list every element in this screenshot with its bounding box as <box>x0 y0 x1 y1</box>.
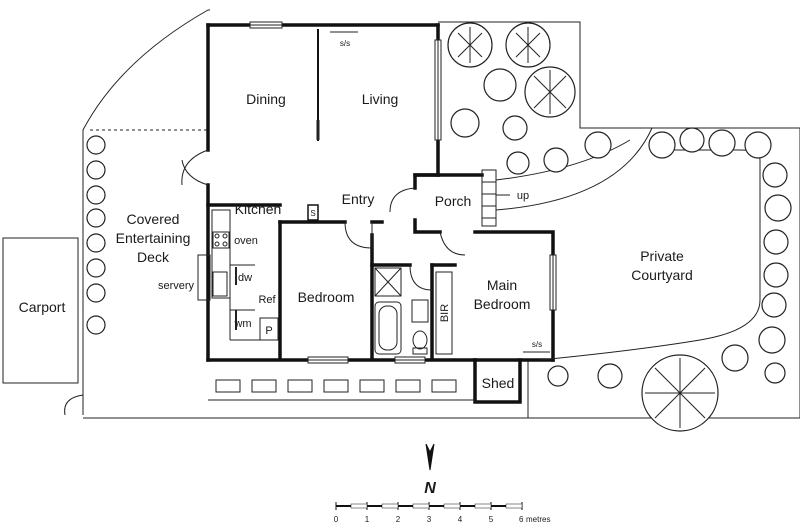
hedge-icon <box>86 135 106 335</box>
label-covered: Covered <box>127 211 180 227</box>
scale-tick-2: 2 <box>396 515 401 524</box>
tree-icon <box>447 22 792 432</box>
label-entertaining: Entertaining <box>116 230 191 246</box>
label-ss-main: s/s <box>532 340 542 349</box>
label-entry: Entry <box>342 191 375 207</box>
label-kitchen: Kitchen <box>235 201 282 217</box>
label-bir: BIR <box>439 304 451 322</box>
deck-area <box>2 129 208 416</box>
label-wm: wm <box>233 318 251 330</box>
label-porch: Porch <box>435 193 472 209</box>
scale-tick-3: 3 <box>427 515 432 524</box>
label-private: Private <box>640 248 684 264</box>
north-label: N <box>424 480 436 497</box>
label-oven: oven <box>234 235 258 247</box>
label-s: S <box>310 209 315 218</box>
scale-tick-0: 0 <box>334 515 339 524</box>
house-walls <box>206 23 555 404</box>
label-dining: Dining <box>246 91 286 107</box>
label-p: P <box>265 325 272 337</box>
north-arrow-icon: N <box>424 443 436 497</box>
scale-tick-5: 5 <box>489 515 494 524</box>
kitchen-fixtures <box>197 204 319 341</box>
courtyard-garden <box>447 22 800 432</box>
label-main: Main <box>487 277 517 293</box>
bathroom-fixtures <box>374 267 453 355</box>
label-shed: Shed <box>482 375 515 391</box>
label-courtyard: Courtyard <box>631 267 692 283</box>
label-up: up <box>517 190 529 202</box>
label-dw: dw <box>238 272 252 284</box>
tree-branches <box>457 27 715 428</box>
room-labels: Dining Living s/s Entry Porch up Kitchen… <box>19 31 693 391</box>
porch-steps <box>481 127 653 227</box>
label-ss-top: s/s <box>340 39 350 48</box>
label-carport: Carport <box>19 299 66 315</box>
label-bedroom: Bedroom <box>298 289 355 305</box>
scale-bar: 0 1 2 3 4 5 6 metres <box>334 502 550 524</box>
scale-tick-1: 1 <box>365 515 370 524</box>
label-main-bedroom: Bedroom <box>474 296 531 312</box>
label-ref: Ref <box>258 294 276 306</box>
doors <box>181 120 466 291</box>
windows <box>249 21 557 364</box>
label-servery: servery <box>158 280 195 292</box>
property-boundary <box>82 9 652 419</box>
label-deck: Deck <box>137 249 170 265</box>
scale-tick-6: 6 <box>519 515 524 524</box>
label-living: Living <box>362 91 399 107</box>
scale-unit: metres <box>526 515 550 524</box>
scale-tick-4: 4 <box>458 515 463 524</box>
planter-strip <box>208 379 475 401</box>
